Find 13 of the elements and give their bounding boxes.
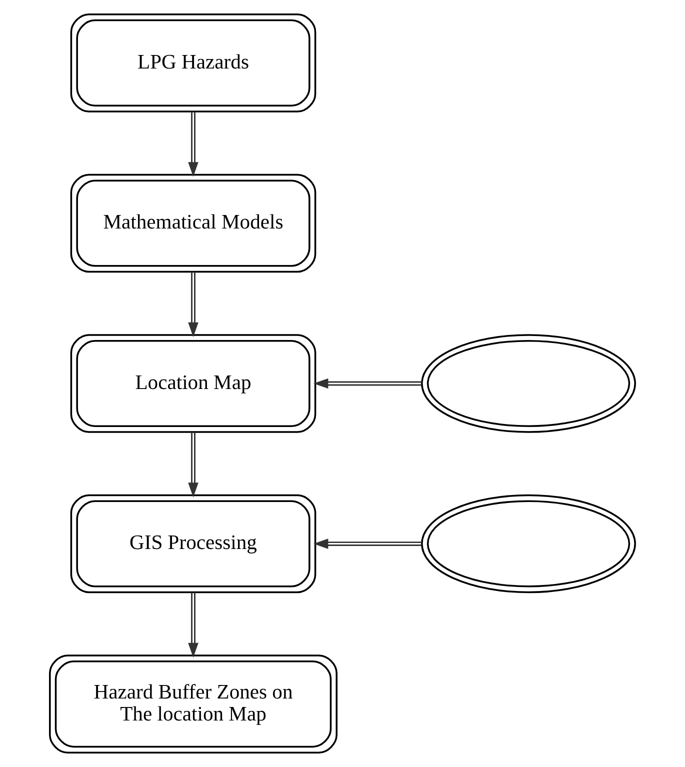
node-box: Mathematical Models — [70, 174, 316, 273]
node-box: Hazard Buffer Zones on The location Map — [49, 654, 338, 754]
arrow — [188, 272, 198, 338]
node-ellipse — [421, 334, 636, 433]
arrow — [188, 432, 198, 498]
node-box: Location Map — [70, 334, 316, 433]
node-box: LPG Hazards — [70, 14, 316, 112]
arrow — [188, 592, 198, 658]
arrow — [188, 112, 198, 177]
arrow — [313, 538, 422, 549]
node-ellipse — [421, 494, 636, 594]
arrow — [313, 378, 422, 389]
node-box: GIS Processing — [70, 494, 316, 594]
